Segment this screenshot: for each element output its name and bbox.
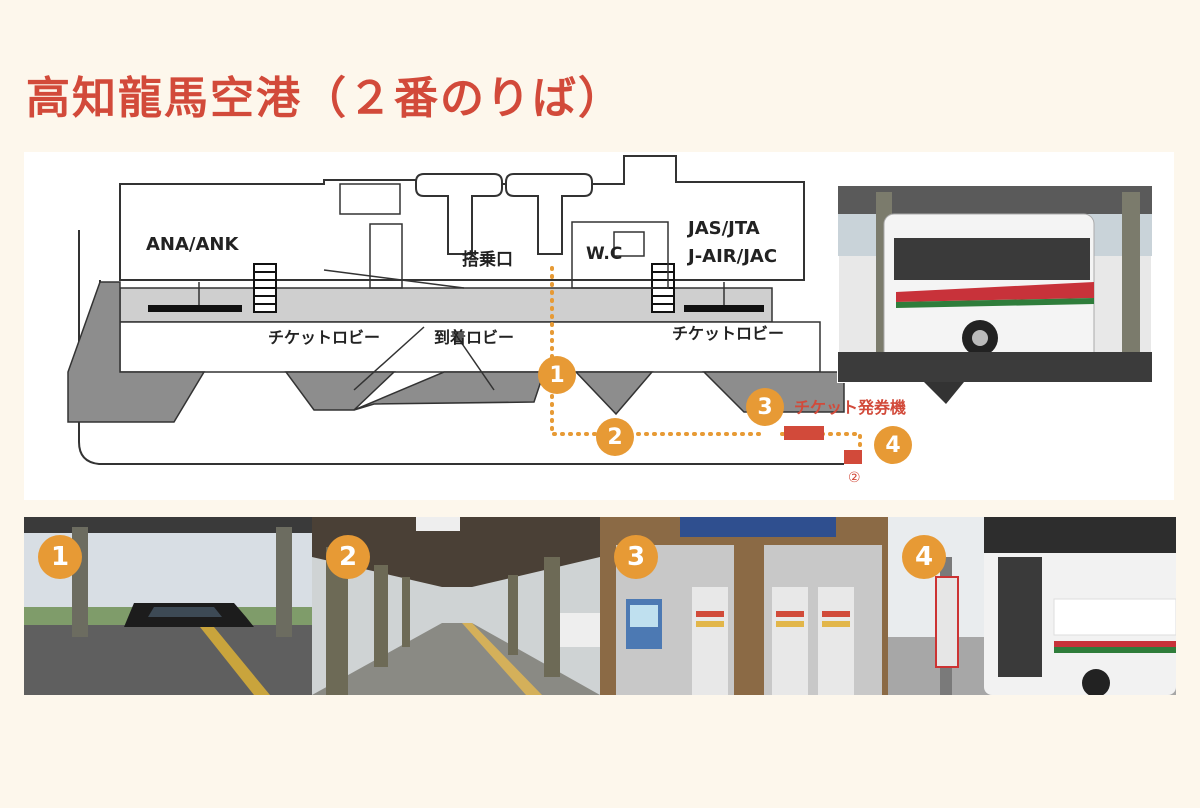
photo-4-badge: 4	[902, 535, 946, 579]
route-marker-4: 4	[874, 426, 912, 464]
photo-1-badge: 1	[38, 535, 82, 579]
route-photo-2: 2	[312, 517, 600, 695]
route-photo-1: 1	[24, 517, 312, 695]
photo-3-scene	[600, 517, 888, 695]
airline-label-ana: ANA/ANK	[146, 234, 239, 255]
platform-2-mark: ②	[848, 470, 861, 486]
photo-2-badge: 2	[326, 535, 370, 579]
page-title: 高知龍馬空港（２番のりば）	[26, 73, 624, 124]
restroom-label: W.C	[586, 244, 623, 264]
photo-2-scene	[312, 517, 600, 695]
airline-label-jas-line2: J-AIR/JAC	[688, 246, 778, 267]
route-marker-3: 3	[746, 388, 784, 426]
route-marker-1: 1	[538, 356, 576, 394]
route-photo-strip: 1 2	[24, 517, 1176, 695]
route-photo-3: 3	[600, 517, 888, 695]
photo-3-badge: 3	[614, 535, 658, 579]
floor-plan-drawing	[67, 155, 1153, 465]
route-marker-2: 2	[596, 418, 634, 456]
arrival-lobby-label: 到着ロビー	[434, 328, 515, 347]
ticket-lobby-left-label: チケットロビー	[268, 328, 381, 347]
boarding-gate-label: 搭乗口	[462, 250, 513, 270]
airline-label-jas-line1: JAS/JTA	[688, 218, 760, 239]
ticket-machine-label: チケット発券機	[794, 398, 907, 417]
photo-4-scene	[888, 517, 1176, 695]
route-photo-4: 4	[888, 517, 1176, 695]
ticket-lobby-right-label: チケットロビー	[672, 324, 785, 343]
airport-floor-map: ANA/ANK 搭乗口 W.C JAS/JTA J-AIR/JAC チケットロビ…	[24, 152, 1174, 500]
